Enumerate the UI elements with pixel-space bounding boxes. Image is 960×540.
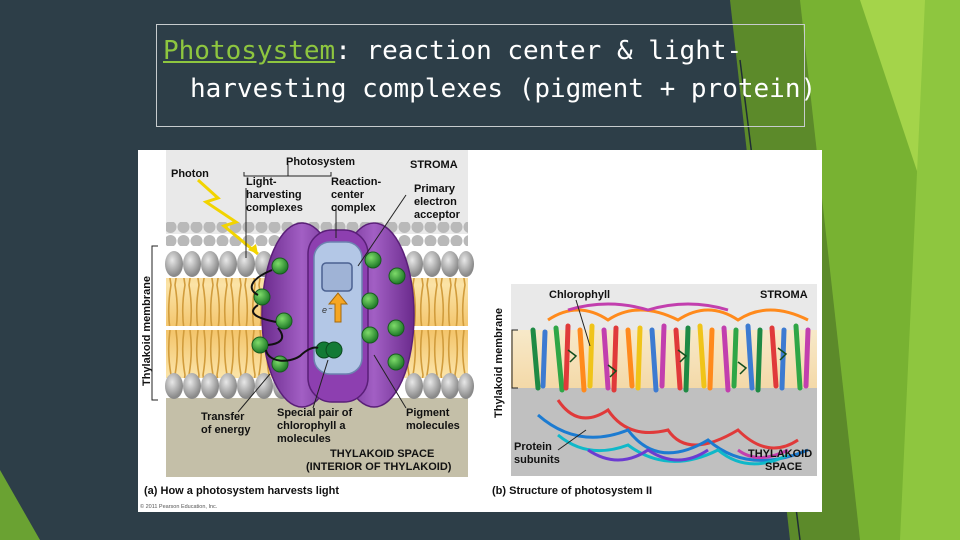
label-stroma-a: STROMA <box>410 159 458 171</box>
title-box: Photosystem: reaction center & light- ha… <box>156 24 816 127</box>
deco-green-band-right <box>900 0 960 540</box>
label-photosystem: Photosystem <box>286 156 355 168</box>
label-thylakoid-space-b-1: THYLAKOID <box>748 448 812 460</box>
protein-loops <box>537 302 809 466</box>
label-reaction-center-3: complex <box>331 202 377 214</box>
label-primary-acceptor-2: electron <box>414 196 457 208</box>
label-thylakoid-space-a-2: (INTERIOR OF THYLAKOID) <box>306 461 452 473</box>
label-pigment-1: Pigment <box>406 407 450 419</box>
deco-green-left-corner <box>0 470 40 540</box>
pigment-molecules <box>251 251 406 373</box>
copyright: © 2011 Pearson Education, Inc. <box>140 503 218 510</box>
label-primary-acceptor-3: acceptor <box>414 209 461 221</box>
label-thylakoid-space-b-2: SPACE <box>765 461 802 473</box>
label-light-harvesting-2: harvesting <box>246 189 302 201</box>
caption-a: (a) How a photosystem harvests light <box>144 485 339 497</box>
label-transfer-2: of energy <box>201 424 251 436</box>
label-stroma-b: STROMA <box>760 289 808 301</box>
title-line-1: Photosystem: reaction center & light- <box>163 33 742 69</box>
title-text-1: : reaction center & light- <box>335 36 743 66</box>
label-primary-acceptor-1: Primary <box>414 183 456 195</box>
electron-label: e⁻ <box>322 305 333 315</box>
label-reaction-center-2: center <box>331 189 365 201</box>
label-protein-subunits-1: Protein <box>514 441 552 453</box>
label-light-harvesting-1: Light- <box>246 176 277 188</box>
caption-b: (b) Structure of photosystem II <box>492 485 652 497</box>
panel-a: e⁻ <box>140 150 474 510</box>
label-membrane-a: Thylakoid membrane <box>141 276 153 386</box>
panel-a-stroma <box>166 150 468 234</box>
panel-b: Chlorophyll STROMA Protein subunits THYL… <box>492 284 817 497</box>
panel-a-space <box>166 398 468 477</box>
label-light-harvesting-3: complexes <box>246 202 303 214</box>
label-special-pair-3: molecules <box>277 433 331 445</box>
label-transfer-1: Transfer <box>201 411 245 423</box>
photon-arrowhead <box>248 244 258 254</box>
photon-lightning <box>196 178 259 256</box>
photosystem-figure: e⁻ <box>138 150 822 512</box>
chlorophyll-pigments <box>567 347 788 378</box>
label-protein-subunits-2: subunits <box>514 454 560 466</box>
figure-svg: e⁻ <box>140 150 817 510</box>
label-pigment-2: molecules <box>406 420 460 432</box>
primary-electron-acceptor <box>321 262 353 292</box>
title-keyword[interactable]: Photosystem <box>163 36 336 66</box>
energy-transfer-arrows <box>250 269 319 362</box>
label-reaction-center-1: Reaction- <box>331 176 381 188</box>
panel-b-pointers <box>511 299 591 451</box>
label-special-pair-2: chlorophyll a <box>277 420 346 432</box>
special-pair-chlorophyll <box>315 341 343 359</box>
label-special-pair-1: Special pair of <box>277 407 353 419</box>
panel-a-pointers <box>151 164 407 413</box>
title-line-2: harvesting complexes (pigment + protein) <box>190 74 817 104</box>
label-thylakoid-space-a-1: THYLAKOID SPACE <box>330 448 434 460</box>
electron-arrow <box>327 292 349 323</box>
label-photon: Photon <box>171 168 209 180</box>
protein-structure <box>530 323 811 393</box>
label-membrane-b: Thylakoid membrane <box>493 308 505 418</box>
label-chlorophyll: Chlorophyll <box>549 289 610 301</box>
